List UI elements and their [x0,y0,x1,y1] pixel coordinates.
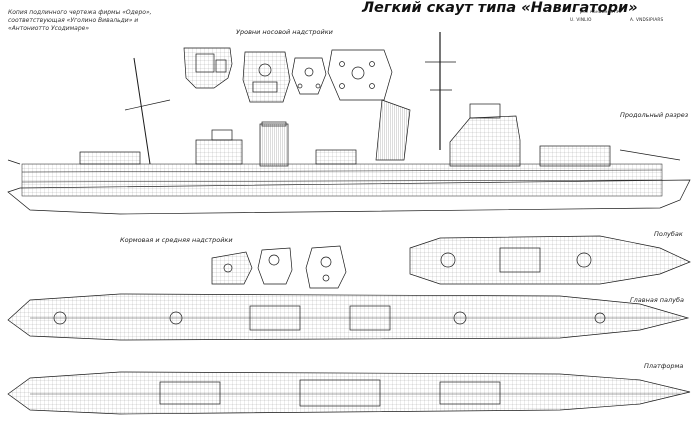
credit-line-2b: A. VNDSIPIARS [630,17,664,22]
label-main-deck: Главная палуба [630,296,685,304]
label-upper-deck: Полубак [654,230,683,238]
label-bow-superstructure: Уровни носовой надстройки [236,28,333,36]
credit-line-2a: U. VINLIO [570,17,592,22]
platform-plan [7,371,691,415]
bow-superstructure-plans [183,47,393,103]
copy-note-line-1: Копия подлинного чертежа фирмы «Одеро», [8,9,152,16]
drawing-title: Легкий скаут типа «Навигатори» [362,0,638,16]
main-deck-plan [7,293,690,341]
copy-note-line-3: «Антониотто Усодимаре» [8,25,90,32]
aft-mid-superstructure-plans [211,245,347,289]
forecastle-plan [409,235,691,285]
credit-line-1: р.к. наньиментэк [580,9,622,14]
longitudinal-section [7,32,691,215]
label-longitudinal-section: Продольный разрез [620,111,689,119]
copy-note: Копия подлинного чертежа фирмы «Одеро», … [8,9,152,33]
label-platform: Платформа [644,362,684,370]
copy-note-line-2: соответствующая «Уголино Вивальди» и [8,17,139,24]
label-aft-mid-superstructure: Кормовая и средняя надстройки [120,236,233,244]
